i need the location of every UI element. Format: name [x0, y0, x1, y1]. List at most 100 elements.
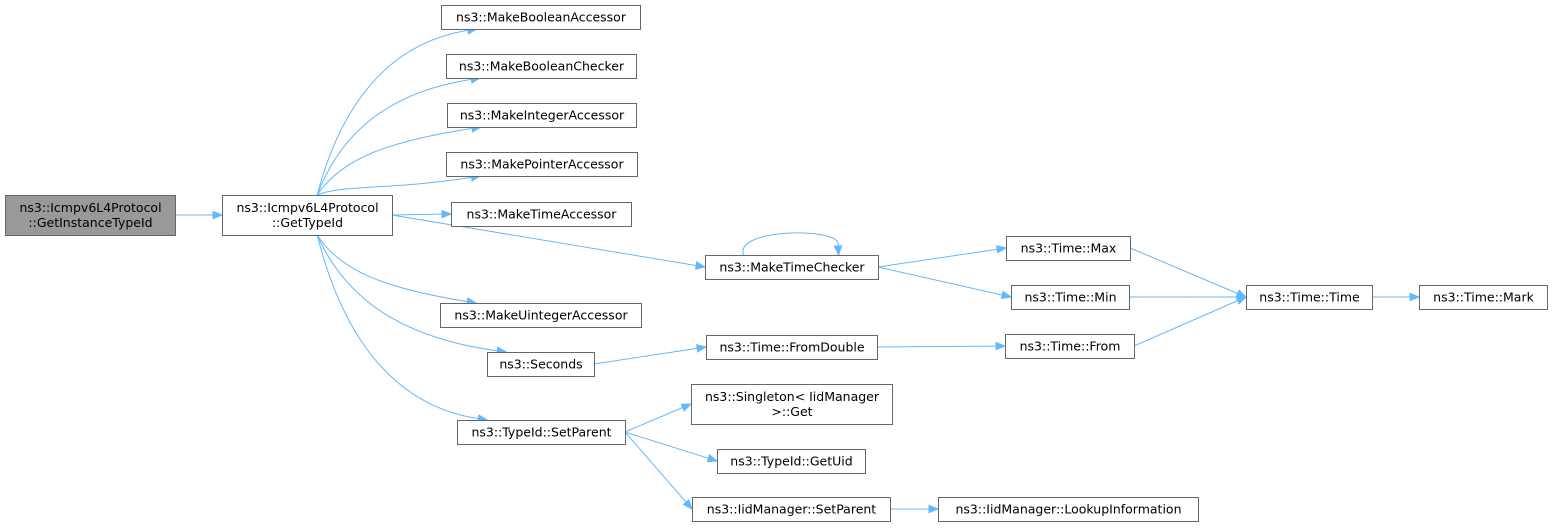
edge-iidsetparent-to-lookup — [890, 504, 940, 514]
edge-line — [316, 127, 473, 196]
node-box — [1419, 285, 1548, 310]
edge-arrowhead — [1000, 290, 1013, 300]
edge-line — [391, 213, 443, 216]
node-ns3-typeid-setparent[interactable]: ns3::TypeId::SetParent — [457, 420, 626, 445]
node-box — [457, 420, 626, 445]
edge-setparent-to-singleton — [624, 403, 693, 433]
edge-gettypeid-to-mktimechk — [391, 214, 707, 270]
node-box — [451, 202, 632, 227]
node-label: ns3::Icmpv6L4Protocol — [19, 200, 161, 215]
node-label: ns3::TypeId::GetUid — [730, 454, 852, 469]
edge-arrowhead — [695, 344, 708, 353]
node-box — [938, 497, 1199, 522]
edge-arrowhead — [1409, 292, 1421, 302]
edge-line — [624, 431, 687, 503]
node-label: ns3::Time::FromDouble — [719, 340, 864, 355]
edge-line — [877, 248, 998, 268]
node-box — [1011, 285, 1130, 310]
node-box — [5, 195, 176, 236]
node-label: ns3::Seconds — [499, 357, 582, 372]
edge-timemin-to-timetime — [1129, 292, 1248, 302]
edge-gettypeid-to-seconds — [316, 234, 508, 356]
edge-fromdouble-to-timefrom — [876, 341, 1007, 351]
edge-line — [876, 345, 997, 348]
node-ns3-time-min[interactable]: ns3::Time::Min — [1011, 285, 1130, 310]
edge-gettypeid-to-mktimeacc — [391, 209, 453, 219]
edge-arrowhead — [682, 498, 693, 511]
node-label: ns3::MakeBooleanChecker — [459, 59, 625, 74]
node-label: ns3::IidManager::SetParent — [707, 502, 877, 517]
edge-line — [316, 29, 469, 196]
edge-arrowhead — [995, 245, 1008, 254]
function-nodes: ns3::Icmpv6L4Protocol::GetInstanceTypeId… — [5, 5, 1548, 522]
edge-arrowhead — [833, 245, 843, 257]
edge-line — [316, 78, 472, 196]
node-label: ns3::MakeUintegerAccessor — [454, 308, 628, 323]
node-ns3-time-time[interactable]: ns3::Time::Time — [1246, 285, 1373, 310]
edge-line — [624, 407, 683, 433]
edge-line — [316, 234, 479, 420]
edge-setparent-to-getuid — [624, 431, 719, 463]
node-ns3-makebooleanchecker[interactable]: ns3::MakeBooleanChecker — [446, 54, 637, 79]
edge-arrowhead — [680, 403, 693, 412]
edge-arrowhead — [1235, 296, 1248, 305]
node-ns3-time-from[interactable]: ns3::Time::From — [1005, 334, 1135, 359]
node-box — [692, 497, 891, 522]
node-label: ns3::MakeIntegerAccessor — [460, 108, 625, 123]
edge-mktimechk-to-mktimechk — [742, 232, 843, 257]
node-label: ns3::Time::Max — [1021, 241, 1117, 256]
node-label: ns3::Time::Min — [1024, 290, 1116, 305]
edge-arrowhead — [706, 454, 719, 463]
node-label: ns3::MakePointerAccessor — [460, 157, 624, 172]
edge-arrowhead — [441, 209, 453, 219]
node-ns3-makebooleanaccessor[interactable]: ns3::MakeBooleanAccessor — [441, 5, 641, 30]
edge-gettypeid-to-mkboolchk — [316, 75, 482, 196]
edge-mktimechk-to-timemax — [877, 245, 1008, 268]
edge-timemax-to-timetime — [1129, 247, 1248, 298]
node-box — [446, 152, 638, 177]
node-label: ns3::TypeId::SetParent — [471, 425, 611, 440]
node-ns3-iidmanager-lookupinformation[interactable]: ns3::IidManager::LookupInformation — [938, 497, 1199, 522]
node-ns3-time-max[interactable]: ns3::Time::Max — [1006, 236, 1131, 261]
edge-line — [1133, 300, 1238, 347]
edge-timefrom-to-timetime — [1133, 296, 1248, 347]
edge-arrowhead — [212, 210, 224, 220]
edge-gettypeid-to-mkptracc — [317, 173, 482, 196]
edge-gettypeid-to-setparent — [316, 234, 489, 423]
node-ns3-time-mark[interactable]: ns3::Time::Mark — [1419, 285, 1548, 310]
node-label: ns3::MakeBooleanAccessor — [456, 10, 627, 25]
node-box — [1005, 334, 1135, 359]
node-ns3-makepointeraccessor[interactable]: ns3::MakePointerAccessor — [446, 152, 638, 177]
edge-arrowhead — [928, 504, 940, 514]
node-ns3-time-fromdouble[interactable]: ns3::Time::FromDouble — [706, 335, 878, 360]
edge-gettypeid-to-mkuintacc — [316, 234, 478, 306]
edge-arrowhead — [694, 261, 707, 270]
edge-line — [316, 234, 468, 303]
node-label: >::Get — [771, 404, 812, 419]
edge-mktimechk-to-timemin — [877, 266, 1013, 300]
node-label: ns3::IidManager::LookupInformation — [955, 502, 1181, 517]
node-box — [717, 449, 866, 474]
node-ns3-typeid-getuid[interactable]: ns3::TypeId::GetUid — [717, 449, 866, 474]
node-ns3-iidmanager-setparent[interactable]: ns3::IidManager::SetParent — [692, 497, 891, 522]
node-box — [446, 54, 637, 79]
node-ns3-singleton-iidmanager-get[interactable]: ns3::Singleton< IidManager >::Get — [691, 384, 893, 425]
edge-line — [317, 176, 472, 196]
edge-line — [742, 232, 839, 256]
node-label: ns3::Singleton< IidManager — [705, 389, 880, 404]
node-ns3-icmpv6l4protocol-gettypeid[interactable]: ns3::Icmpv6L4Protocol::GetTypeId — [222, 195, 393, 236]
node-ns3-seconds[interactable]: ns3::Seconds — [487, 352, 595, 377]
node-ns3-maketimeaccessor[interactable]: ns3::MakeTimeAccessor — [451, 202, 632, 227]
edge-line — [316, 234, 498, 352]
node-ns3-makeuintegeraccessor[interactable]: ns3::MakeUintegerAccessor — [440, 303, 642, 328]
node-box — [1246, 285, 1373, 310]
node-ns3-maketimechecker[interactable]: ns3::MakeTimeChecker — [705, 255, 879, 280]
node-label: ns3::MakeTimeChecker — [719, 260, 865, 275]
edge-seconds-to-fromdouble — [593, 344, 708, 365]
node-ns3-icmpv6l4protocol-getinstancetypeid[interactable]: ns3::Icmpv6L4Protocol::GetInstanceTypeId — [5, 195, 176, 236]
node-label: ns3::Time::From — [1020, 339, 1121, 354]
edge-line — [877, 266, 1003, 296]
edge-setparent-to-iidsetparent — [624, 431, 693, 511]
node-ns3-makeintegeraccessor[interactable]: ns3::MakeIntegerAccessor — [447, 103, 637, 128]
node-box — [440, 303, 642, 328]
